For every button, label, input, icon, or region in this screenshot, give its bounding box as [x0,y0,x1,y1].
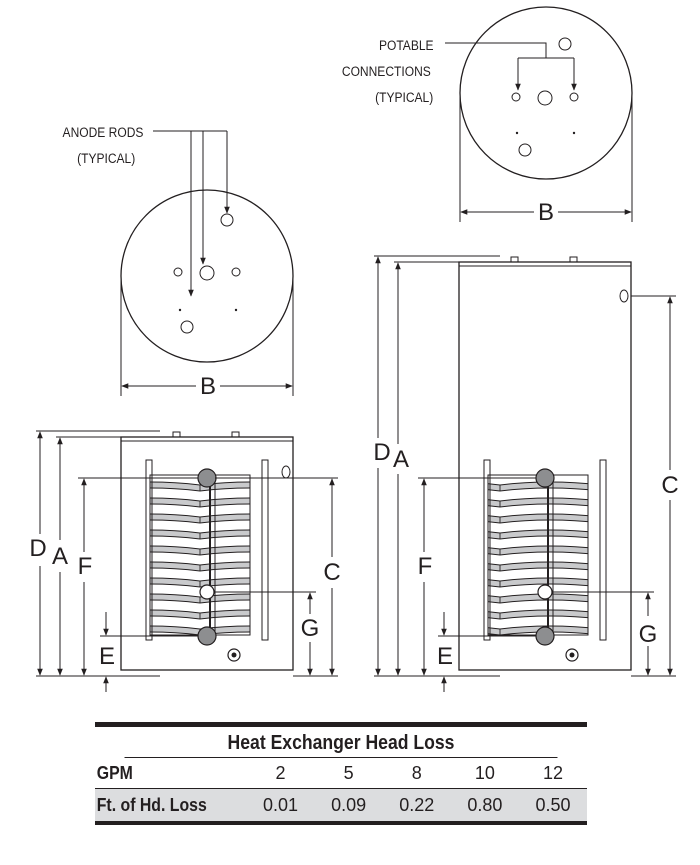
potable-connections-callout-line1: POTABLE [379,37,434,53]
top-view-small-tank: B [445,6,633,226]
dimension-label-f-tall: F [418,553,433,580]
potable-connections-callout-line3: (TYPICAL) [375,89,433,105]
dimension-label-f-short: F [78,553,93,580]
head-loss-value: 0.22 [399,794,435,815]
head-loss-row-header: Ft. of Hd. Loss [96,794,207,815]
gpm-row: GPM 2 5 8 10 12 [95,758,587,789]
dimension-label-e-tall: E [437,643,453,670]
head-loss-value: 0.50 [535,794,571,815]
dimension-label-a-tall: A [393,446,409,473]
head-loss-table: Heat Exchanger Head Loss GPM 2 5 8 10 12… [95,722,587,825]
anode-rods-callout-line1: ANODE RODS [63,124,144,140]
dimension-label-g-tall: G [639,621,658,648]
dimension-label-a-short: A [52,543,68,570]
head-loss-row: Ft. of Hd. Loss 0.01 0.09 0.22 0.80 0.50 [95,789,587,825]
dimension-label-c-short: C [323,559,340,586]
top-view-left-tank: B [120,130,294,400]
head-loss-value: 0.80 [467,794,503,815]
dimension-label-d-tall: D [373,439,390,466]
dimension-label-b: B [538,199,554,226]
tall-tank-elevation: D A F E C G [373,255,679,692]
head-loss-value: 0.01 [262,794,298,815]
water-heater-dimension-diagram: B POTABLE CONNECTIONS (TYPICAL) B ANODE … [29,6,679,692]
dimension-label-e-short: E [99,643,115,670]
dimension-label-b-left: B [200,373,216,400]
table-title: Heat Exchanger Head Loss [124,727,558,758]
potable-connections-callout-line2: CONNECTIONS [342,63,431,79]
anode-rods-callout-line2: (TYPICAL) [77,150,135,166]
dimension-label-d-short: D [29,535,46,562]
dimension-label-g-short: G [301,615,320,642]
gpm-value: 12 [542,762,563,783]
gpm-row-header: GPM [96,762,133,783]
gpm-value: 10 [474,762,495,783]
head-loss-value: 0.09 [331,794,367,815]
gpm-value: 8 [411,762,422,783]
dimension-label-c-tall: C [661,472,678,499]
gpm-value: 2 [275,762,286,783]
gpm-value: 5 [343,762,354,783]
short-tank-elevation: D A F E C G [29,430,341,692]
